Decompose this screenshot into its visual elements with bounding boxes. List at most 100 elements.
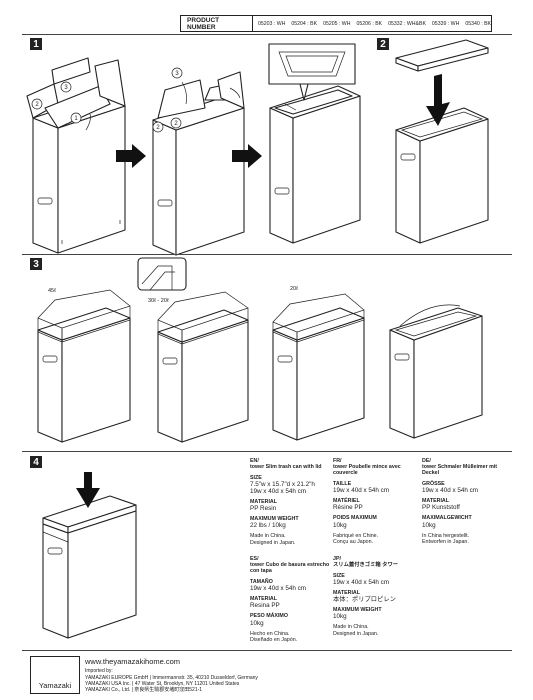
product-code: 05339 : WH: [431, 20, 460, 27]
spec-value: 19w x 40d x 54h cm: [250, 585, 307, 593]
footer-info: www.theyamazakihome.com Imported by: YAM…: [85, 657, 258, 694]
can-with-bag-30l-20l: 30ℓ - 20ℓ: [137, 257, 249, 443]
product-number-bar: PRODUCT NUMBER 05203 : WH 05204 : BK 052…: [180, 15, 492, 32]
spec-heading: MATERIAL: [333, 590, 360, 597]
spec-heading: MAXIMALGEWICHT: [422, 515, 472, 522]
can-with-bag-45l: 45ℓ: [37, 288, 131, 443]
website-link[interactable]: www.theyamazakihome.com: [85, 657, 181, 666]
product-code: 05203 : WH: [257, 20, 286, 27]
spec-value: 10kg: [250, 619, 264, 627]
spec-heading: POIDS MAXIMUM: [333, 515, 377, 522]
spec-made: Made in China.: [333, 624, 369, 631]
spec-lang: FR/: [333, 458, 342, 464]
spec-designed: Designed in Japan.: [250, 539, 296, 546]
capacity-label: 30ℓ - 20ℓ: [148, 298, 169, 304]
divider: [22, 451, 512, 452]
spec-value: 10kg: [422, 521, 436, 529]
spec-value: 7.5"w x 15.7"d x 21.2"h: [250, 481, 315, 489]
importer-eu: YAMAZAKI EUROPE GmbH | Immermannstr. 35,…: [85, 674, 258, 681]
product-code: 05204 : BK: [291, 20, 318, 27]
spec-heading: MAXIMUM WEIGHT: [333, 607, 382, 614]
product-code: 05206 : BK: [356, 20, 383, 27]
spec-value: 19w x 40d x 54h cm: [250, 488, 307, 496]
spec-name: スリム蓋付きゴミ箱 タワー: [333, 562, 399, 569]
spec-heading: MATERIAL: [250, 596, 277, 603]
circle-label: 2: [35, 102, 39, 108]
product-number-label: PRODUCT NUMBER: [181, 16, 253, 31]
circle-label: 1: [74, 116, 78, 122]
spec-heading: TAILLE: [333, 481, 352, 488]
product-code: 05340 : BK: [465, 20, 491, 27]
spec-value: 本体：ポリプロピレン: [333, 596, 396, 604]
spec-name: tower Poubelle mince avec couvercle: [333, 464, 401, 477]
box-with-lid: [395, 39, 489, 244]
spec-name: tower Slim trash can with lid: [250, 464, 322, 471]
can-closed-with-lid: [42, 472, 137, 639]
box-folding: [152, 71, 245, 256]
divider: [22, 254, 512, 255]
circle-label: 2: [156, 125, 160, 131]
can-with-bag-20l: 20ℓ: [272, 286, 365, 441]
spec-made: Made in China.: [250, 533, 286, 540]
spec-value: PP Resin: [250, 505, 277, 513]
spec-designed: Diseñado en Japón.: [250, 636, 298, 643]
spec-value: 19w x 40d x 54h cm: [333, 487, 390, 495]
spec-name: tower Schmaler Mülleimer mit Deckel: [422, 464, 498, 477]
circle-label: 2: [174, 121, 178, 127]
spec-heading: SIZE: [333, 573, 345, 580]
spec-made: In China hergestellt.: [422, 532, 470, 539]
spec-lang: DE/: [422, 458, 431, 464]
spec-heading: MATERIAL: [250, 499, 277, 506]
spec-value: 22 lbs / 10kg: [250, 522, 286, 530]
capacity-label: 45ℓ: [48, 288, 56, 294]
importer-jp: YAMAZAKI Co., Ltd. | 奈良県生駒郡安堵町窪田521-1: [85, 687, 203, 694]
spec-heading: MAXIMUM WEIGHT: [250, 516, 299, 523]
spec-value: 19w x 40d x 54h cm: [333, 579, 390, 587]
spec-fr: FR/ tower Poubelle mince avec couvercle …: [333, 458, 415, 545]
divider: [22, 650, 512, 651]
spec-value: 10kg: [333, 613, 347, 621]
spec-heading: SIZE: [250, 475, 262, 482]
product-code: 05205 : WH: [323, 20, 351, 27]
product-number-codes: 05203 : WH 05204 : BK 05205 : WH 05206 :…: [253, 21, 491, 27]
step-3-badge: 3: [30, 258, 42, 270]
spec-heading: PESO MÁXIMO: [250, 613, 288, 620]
importer-us: YAMAZAKI USA Inc. | 47 Water St, Brookly…: [85, 680, 240, 687]
capacity-label: 20ℓ: [290, 286, 298, 292]
divider: [22, 34, 512, 35]
spec-value: 10kg: [333, 521, 347, 529]
spec-value: Resina PP: [250, 602, 280, 610]
spec-designed: Entworfen in Japan.: [422, 538, 469, 545]
spec-heading: MATÉRIEL: [333, 498, 360, 505]
spec-lang: JP/: [333, 556, 341, 562]
spec-designed: Designed in Japan.: [333, 630, 379, 637]
spec-de: DE/ tower Schmaler Mülleimer mit Deckel …: [422, 458, 504, 545]
spec-heading: MATERIAL: [422, 498, 449, 505]
spec-lang: ES/: [250, 556, 259, 562]
can-bag-tucked: [389, 304, 483, 439]
spec-value: Résine PP: [333, 504, 363, 512]
spec-es: ES/ tower Cubo de basura estrecho con ta…: [250, 556, 332, 643]
spec-made: Hecho en China.: [250, 630, 290, 637]
spec-value: 19w x 40d x 54h cm: [422, 487, 479, 495]
spec-lang: EN/: [250, 458, 259, 464]
step-4-badge: 4: [30, 456, 42, 468]
spec-name: tower Cubo de basura estrecho con tapa: [250, 562, 330, 575]
circle-label: 3: [175, 71, 179, 77]
spec-jp: JP/ スリム蓋付きゴミ箱 タワー SIZE 19w x 40d x 54h c…: [333, 556, 415, 637]
step-1-badge: 1: [30, 38, 42, 50]
imported-by: Imported by:: [85, 668, 113, 675]
product-code: 05332 : WH&BK: [388, 20, 426, 27]
spec-heading: TAMAÑO: [250, 579, 273, 586]
spec-en: EN/ tower Slim trash can with lid SIZE 7…: [250, 458, 332, 546]
spec-heading: GRÖSSE: [422, 481, 445, 488]
spec-made: Fabriqué en Chine.: [333, 532, 379, 539]
circle-label: 3: [64, 85, 68, 91]
logo-text: Yamazaki: [38, 681, 72, 690]
box-assembled-zoom: [268, 43, 361, 244]
yamazaki-logo: Yamazaki: [30, 656, 80, 694]
